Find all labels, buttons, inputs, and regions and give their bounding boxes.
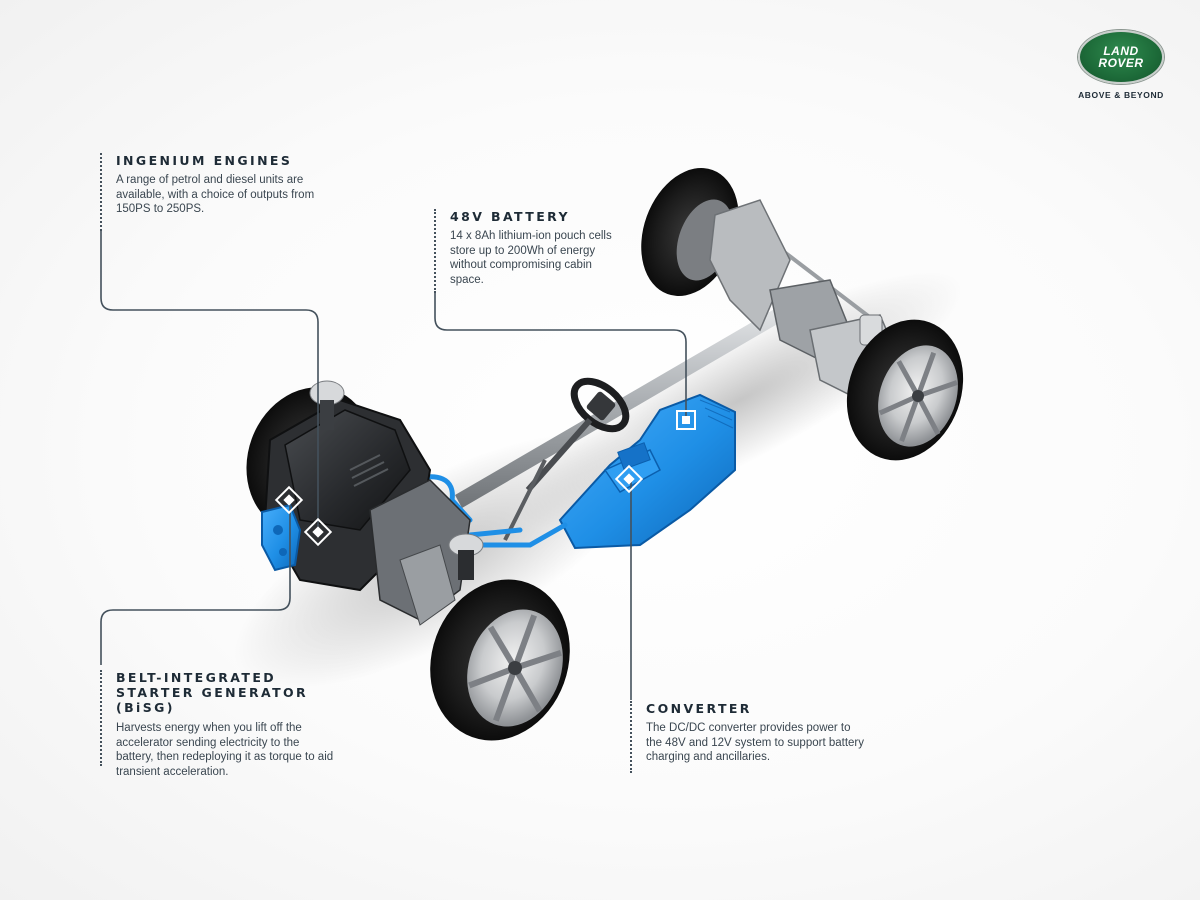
dotted-rule xyxy=(100,153,102,231)
rear-suspension xyxy=(709,199,896,401)
callout-body: A range of petrol and diesel units are a… xyxy=(116,174,315,215)
callout-48v-battery: 48V BATTERY 14 x 8Ah lithium-ion pouch c… xyxy=(434,209,634,293)
propshaft xyxy=(455,300,798,508)
callout-title-line1: BELT-INTEGRATED xyxy=(116,670,277,685)
front-right-wheel xyxy=(430,579,570,741)
callout-bisg: BELT-INTEGRATED STARTER GENERATOR (BiSG)… xyxy=(100,670,340,778)
dotted-rule xyxy=(100,670,102,766)
steering-wheel xyxy=(503,377,630,541)
leader-lines xyxy=(100,230,687,700)
callout-title: CONVERTER xyxy=(646,701,752,716)
callout-title: 48V BATTERY xyxy=(450,209,570,224)
logo-text-rover: ROVER xyxy=(1098,56,1144,70)
dotted-rule xyxy=(434,209,436,293)
callout-converter: CONVERTER The DC/DC converter provides p… xyxy=(630,701,870,773)
bisg-unit xyxy=(261,503,302,572)
land-rover-logo: LAND ROVER ABOVE & BEYOND xyxy=(1076,30,1166,100)
callout-body: Harvests energy when you lift off the ac… xyxy=(116,722,334,778)
leader-line-battery xyxy=(434,292,687,416)
logo-text-land: LAND xyxy=(1103,44,1139,58)
callout-body: 14 x 8Ah lithium-ion pouch cells store u… xyxy=(450,230,612,286)
ingenium-engine xyxy=(263,380,484,626)
callout-ingenium-engines: INGENIUM ENGINES A range of petrol and d… xyxy=(100,153,330,231)
callout-title-line2: STARTER GENERATOR (BiSG) xyxy=(116,685,309,715)
callout-body: The DC/DC converter provides power to th… xyxy=(646,722,864,763)
rear-right-wheel xyxy=(846,319,964,461)
logo-oval-badge: LAND ROVER xyxy=(1078,30,1164,84)
callout-title: BELT-INTEGRATED STARTER GENERATOR (BiSG) xyxy=(116,670,340,715)
leader-line-bisg xyxy=(100,505,291,665)
dotted-rule xyxy=(630,701,632,773)
marker-battery xyxy=(676,410,696,430)
callout-title: INGENIUM ENGINES xyxy=(116,153,293,168)
leader-line-ingenium xyxy=(100,230,319,528)
brand-tagline: ABOVE & BEYOND xyxy=(1078,90,1164,100)
